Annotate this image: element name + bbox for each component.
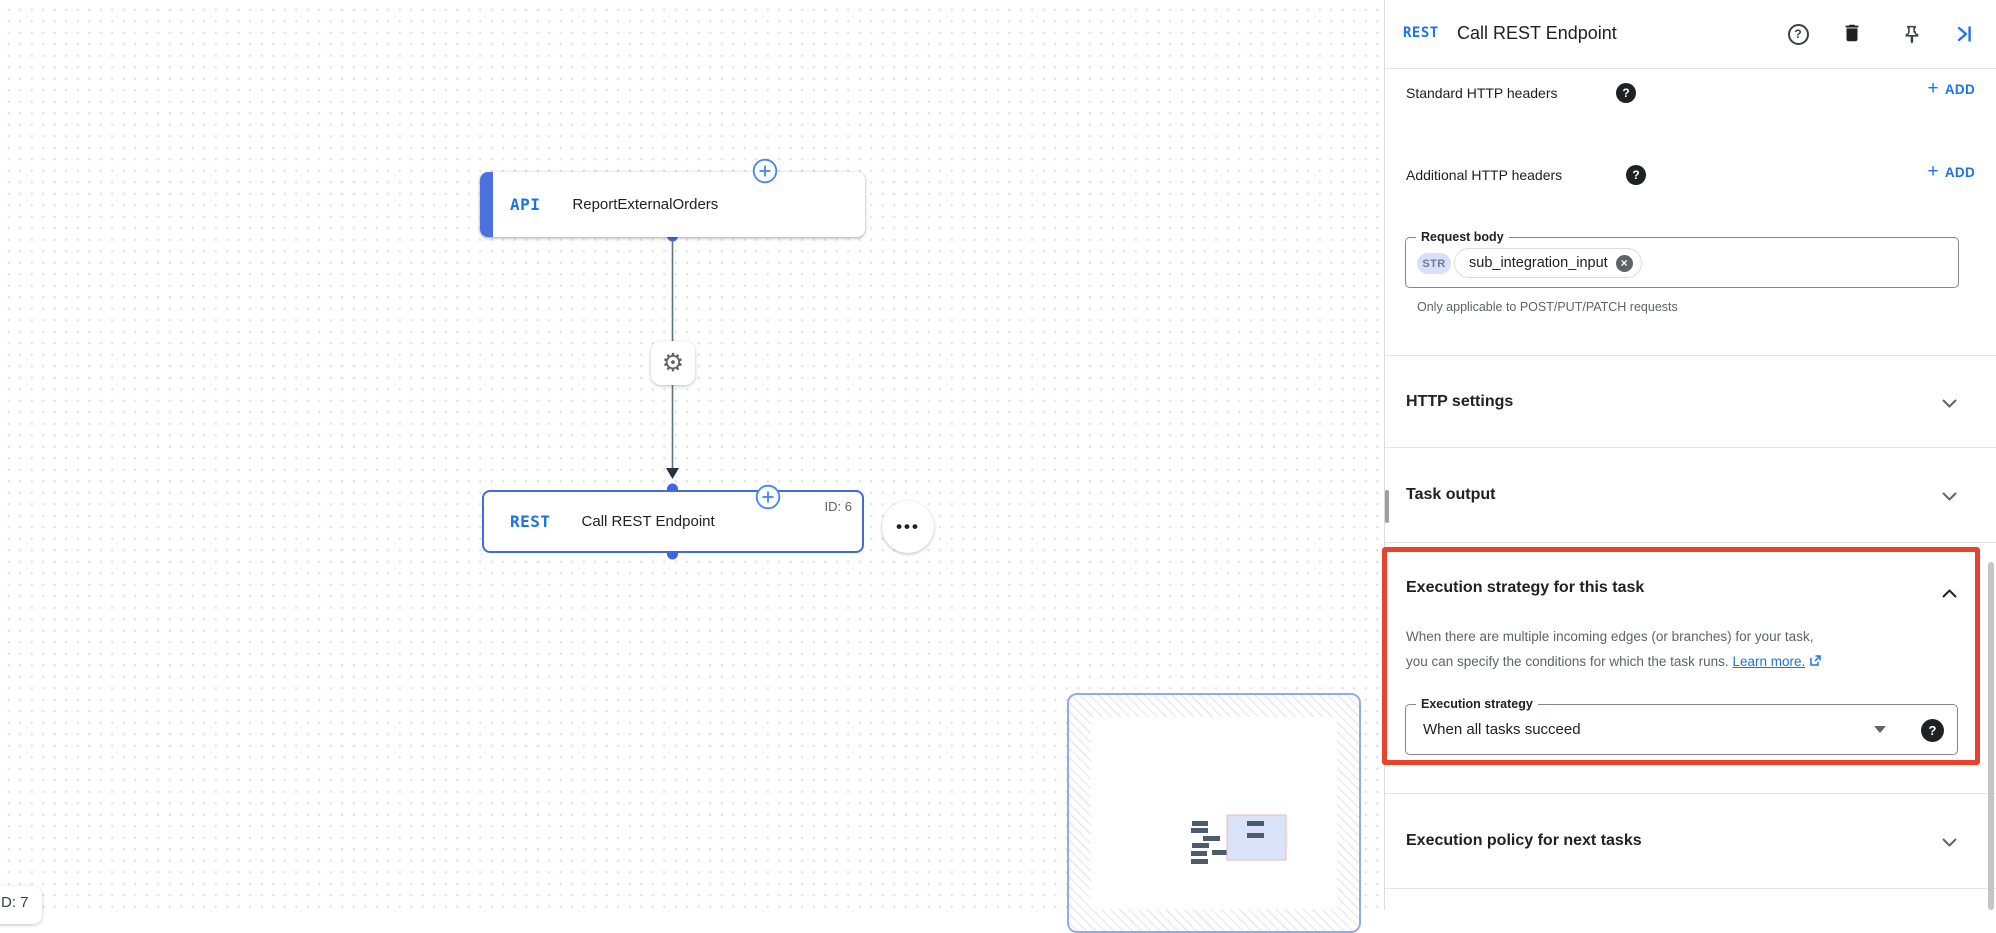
- execution-strategy-help-icon[interactable]: ?: [1921, 719, 1944, 742]
- trigger-accent-bar: [480, 172, 493, 237]
- panel-title: Call REST Endpoint: [1457, 23, 1617, 43]
- section-execution-strategy[interactable]: Execution strategy for this task: [1406, 579, 1645, 596]
- remove-variable-icon[interactable]: ×: [1615, 254, 1633, 272]
- workflow-canvas[interactable]: API ReportExternalOrders ⚙ REST Call RES…: [0, 0, 1384, 933]
- task-title: Call REST Endpoint: [581, 513, 715, 530]
- pin-icon: [1905, 25, 1918, 44]
- plus-icon: +: [1927, 78, 1939, 99]
- execution-strategy-field-label: Execution strategy: [1416, 697, 1538, 712]
- trigger-type-label: API: [510, 195, 541, 214]
- panel-left-scrollbar[interactable]: [1385, 490, 1389, 523]
- chevron-down-icon: [1942, 838, 1956, 847]
- minimap-panel[interactable]: [1067, 693, 1361, 933]
- add-edge-button-trigger[interactable]: [752, 158, 778, 184]
- standard-headers-help-icon[interactable]: ?: [1616, 83, 1636, 103]
- section-execution-policy[interactable]: Execution policy for next tasks: [1406, 832, 1642, 849]
- learn-more-link[interactable]: Learn more.: [1732, 653, 1806, 669]
- additional-headers-add-button[interactable]: + ADD: [1927, 161, 1975, 182]
- help-icon: ?: [1794, 27, 1802, 41]
- execution-strategy-description: When there are multiple incoming edges (…: [1406, 625, 1966, 674]
- section-task-output[interactable]: Task output: [1406, 486, 1496, 503]
- request-body-helper: Only applicable to POST/PUT/PATCH reques…: [1417, 300, 1678, 314]
- execution-strategy-dropdown[interactable]: Execution strategy When all tasks succee…: [1405, 697, 1958, 755]
- http-settings-expand-button[interactable]: [1937, 391, 1961, 415]
- additional-headers-help-icon[interactable]: ?: [1626, 165, 1646, 185]
- add-edge-button-task[interactable]: [755, 484, 781, 510]
- execution-policy-expand-button[interactable]: [1937, 830, 1961, 854]
- standard-headers-add-button[interactable]: + ADD: [1927, 78, 1975, 99]
- config-panel: REST Call REST Endpoint ? Standard HTTP …: [1384, 0, 1996, 910]
- partial-node[interactable]: D: 7: [0, 886, 42, 924]
- panel-type-badge: REST: [1403, 25, 1439, 41]
- execution-strategy-collapse-button[interactable]: [1937, 581, 1961, 605]
- minimap-preview-icon: [1191, 814, 1287, 864]
- request-body-variable-chip[interactable]: sub_integration_input ×: [1454, 248, 1642, 278]
- task-output-expand-button[interactable]: [1937, 484, 1961, 508]
- section-http-settings[interactable]: HTTP settings: [1406, 393, 1514, 410]
- minimap-inner: [1091, 717, 1337, 909]
- delete-task-button[interactable]: [1840, 21, 1864, 45]
- task-type-label: REST: [510, 512, 551, 531]
- gear-icon: ⚙: [661, 348, 685, 377]
- execution-strategy-value: When all tasks succeed: [1423, 721, 1581, 738]
- additional-headers-label: Additional HTTP headers: [1406, 167, 1563, 183]
- chevron-down-icon: [1942, 399, 1956, 408]
- request-body-label: Request body: [1416, 230, 1509, 245]
- collapse-right-icon: [1957, 26, 1971, 42]
- more-dots-icon: •••: [896, 517, 920, 536]
- panel-scrollbar[interactable]: [1988, 562, 1994, 910]
- task-more-options-button[interactable]: •••: [882, 501, 934, 553]
- trigger-node[interactable]: API ReportExternalOrders: [480, 172, 865, 237]
- task-id-badge: ID: 6: [824, 499, 852, 514]
- trigger-title: ReportExternalOrders: [572, 196, 719, 213]
- chevron-down-icon: [1942, 492, 1956, 501]
- pin-panel-button[interactable]: [1899, 22, 1923, 46]
- external-link-icon: [1810, 654, 1821, 666]
- task-node[interactable]: REST Call REST Endpoint ID: 6: [482, 490, 864, 553]
- chevron-up-icon: [1942, 588, 1956, 597]
- standard-headers-label: Standard HTTP headers: [1406, 85, 1558, 101]
- edge-settings-button[interactable]: ⚙: [651, 341, 695, 385]
- collapse-panel-button[interactable]: [1952, 22, 1976, 46]
- plus-icon: +: [1927, 161, 1939, 182]
- request-body-field[interactable]: Request body STR sub_integration_input ×: [1405, 230, 1959, 288]
- dropdown-caret-icon: [1874, 726, 1886, 733]
- help-button[interactable]: ?: [1786, 22, 1810, 46]
- partial-node-label: D: 7: [1, 894, 29, 911]
- trash-icon: [1845, 24, 1859, 42]
- variable-type-chip: STR: [1417, 253, 1451, 274]
- variable-name: sub_integration_input: [1469, 255, 1608, 271]
